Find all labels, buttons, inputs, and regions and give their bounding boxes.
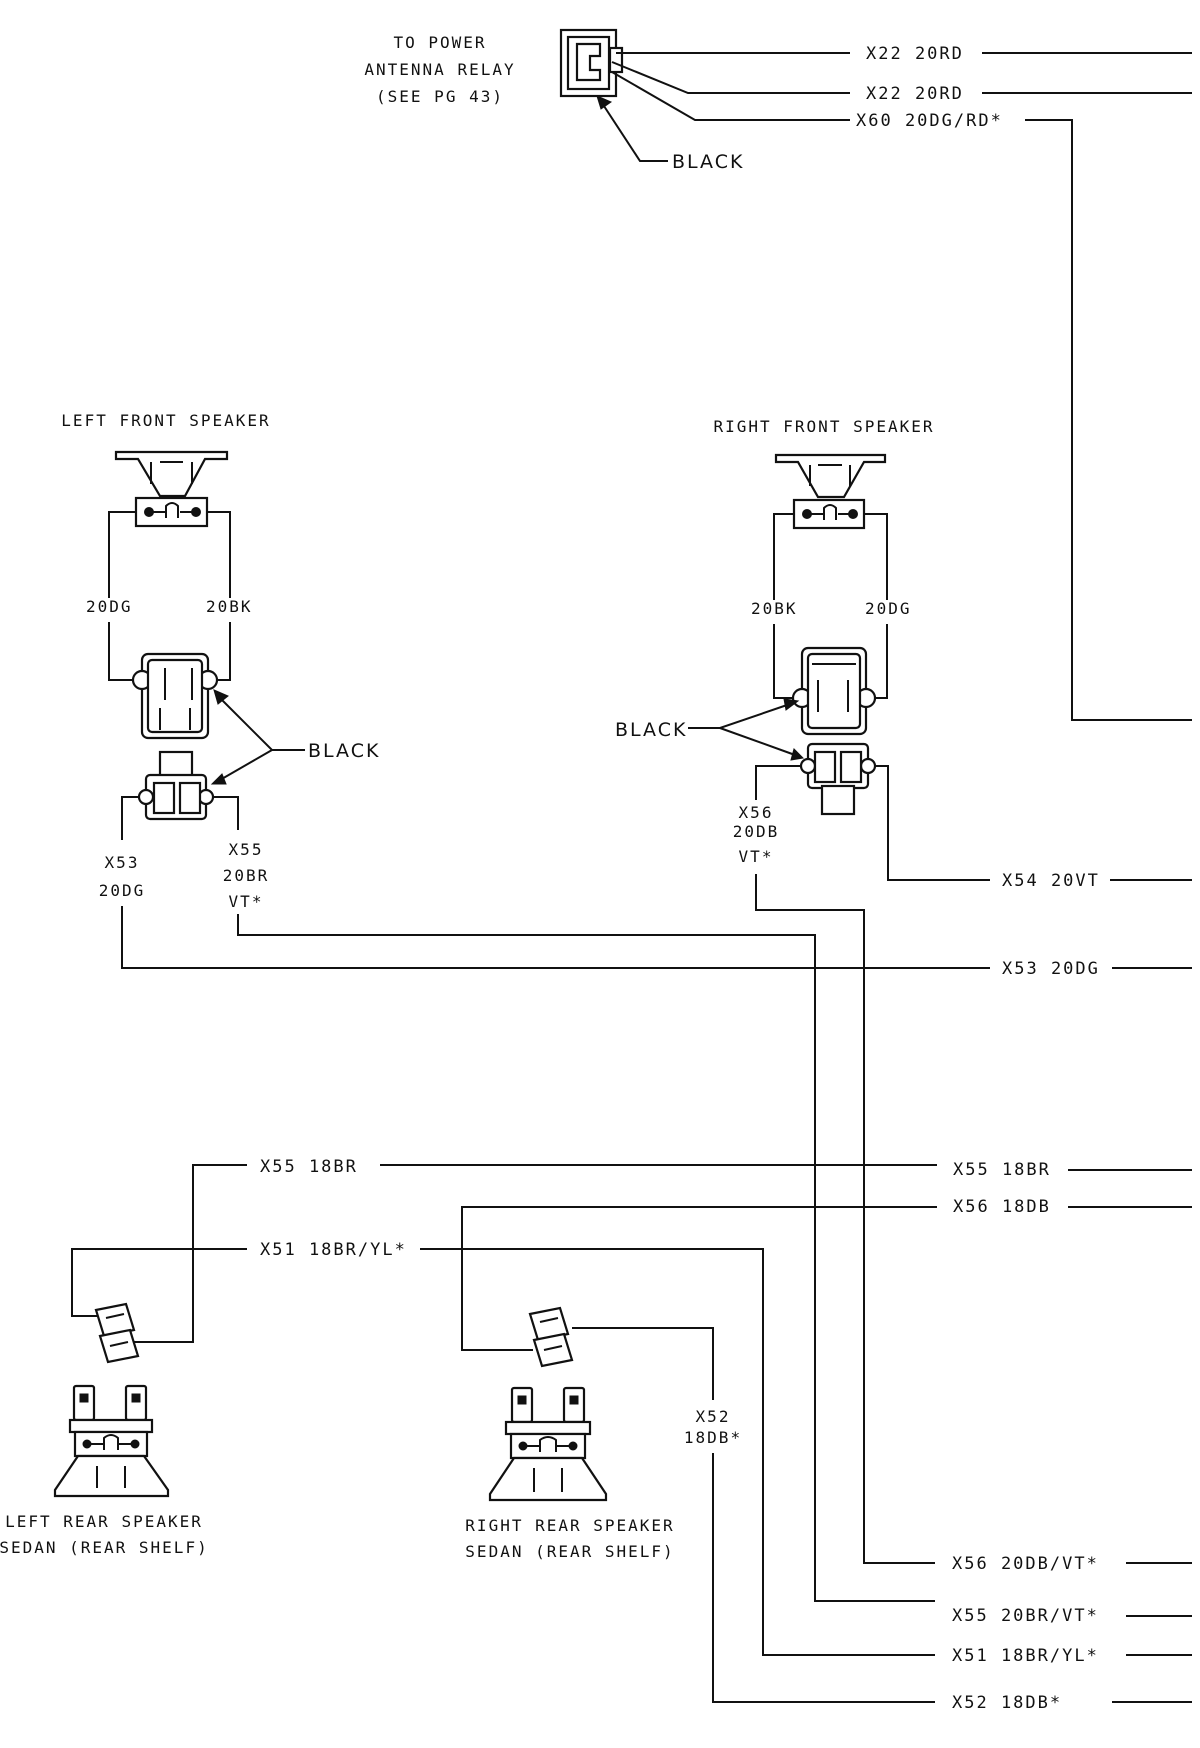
left-front-wire-left-label: 20DG: [86, 597, 133, 616]
right-front-wire-left-label: 20BK: [751, 599, 798, 618]
right-front-speaker-icon: [774, 453, 887, 530]
rear-left-wire-2-label: X51 18BR/YL*: [260, 1240, 407, 1260]
left-front-x53-line-1: X53: [105, 853, 140, 872]
left-front-speaker-icon: [114, 450, 229, 528]
antenna-wire-2-label: X22 20RD: [866, 84, 964, 104]
right-front-lower-connector: [799, 742, 877, 816]
right-front-wire-right-label: 20DG: [865, 599, 912, 618]
antenna-label-line-3: (SEE PG 43): [376, 87, 504, 106]
right-rear-title-line-2: SEDAN (REAR SHELF): [465, 1542, 674, 1561]
antenna-wire-1-label: X22 20RD: [866, 44, 964, 64]
rear-right-wire-1-label: X55 18BR: [953, 1160, 1051, 1180]
left-rear-title-line-2: SEDAN (REAR SHELF): [0, 1538, 209, 1557]
right-front-connector-color-label: BLACK: [615, 719, 687, 741]
bottom-x56-label: X56 20DB/VT*: [952, 1554, 1099, 1574]
left-front-lower-connector: [137, 750, 215, 821]
left-front-x55-line-3: VT*: [229, 892, 264, 911]
antenna-label-line-2: ANTENNA RELAY: [364, 60, 515, 79]
left-front-wire-right-label: 20BK: [206, 597, 253, 616]
antenna-label-line-1: TO POWER: [393, 33, 486, 52]
left-front-x53-line-2: 20DG: [99, 881, 146, 900]
left-rear-plug: [94, 1302, 140, 1364]
bottom-x51-label: X51 18BR/YL*: [952, 1646, 1099, 1666]
right-rear-plug: [528, 1306, 574, 1368]
antenna-connector-color-label: BLACK: [672, 151, 744, 173]
bottom-x55-label: X55 20BR/VT*: [952, 1606, 1099, 1626]
right-front-upper-connector: [791, 646, 877, 736]
left-rear-title-line-1: LEFT REAR SPEAKER: [5, 1512, 203, 1531]
right-rear-title-line-1: RIGHT REAR SPEAKER: [465, 1516, 674, 1535]
left-front-connector-color-label: BLACK: [308, 740, 380, 762]
rear-right-wire-2-label: X56 18DB: [953, 1197, 1051, 1217]
right-rear-speaker-icon: [488, 1386, 608, 1502]
right-front-x56-line-2: 20DB: [733, 822, 780, 841]
left-front-upper-connector: [131, 652, 219, 740]
right-front-x56-line-3: VT*: [739, 847, 774, 866]
bottom-x52-label: X52 18DB*: [952, 1693, 1062, 1713]
antenna-relay-connector: [559, 28, 624, 98]
rear-x52-line-2: 18DB*: [684, 1428, 742, 1447]
antenna-wire-3-label: X60 20DG/RD*: [856, 111, 1003, 131]
trunk-x53-label: X53 20DG: [1002, 959, 1100, 979]
left-rear-speaker-icon: [53, 1384, 170, 1498]
right-front-x56-line-1: X56: [739, 803, 774, 822]
rear-x52-line-1: X52: [696, 1407, 731, 1426]
trunk-x54-label: X54 20VT: [1002, 871, 1100, 891]
right-front-speaker-title: RIGHT FRONT SPEAKER: [713, 417, 934, 436]
left-front-x55-line-2: 20BR: [223, 866, 270, 885]
left-front-x55-line-1: X55: [229, 840, 264, 859]
rear-left-wire-1-label: X55 18BR: [260, 1157, 358, 1177]
left-front-speaker-title: LEFT FRONT SPEAKER: [61, 411, 270, 430]
